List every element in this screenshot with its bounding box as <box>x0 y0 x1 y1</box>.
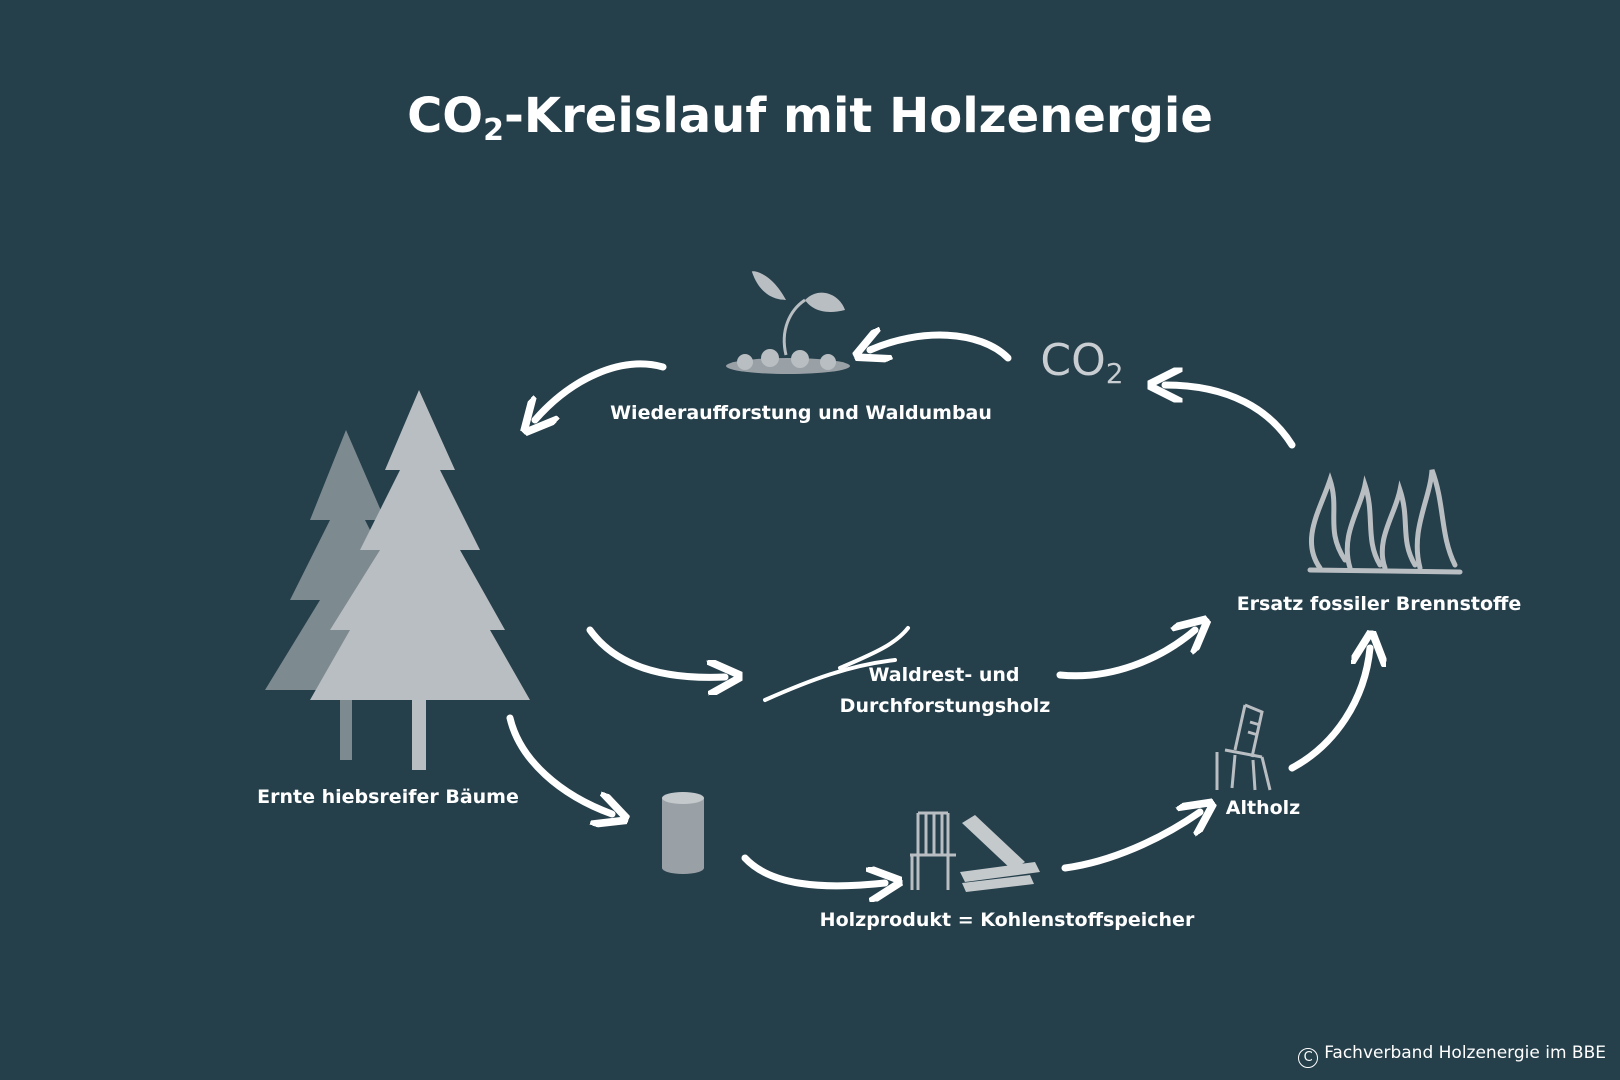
co2-label: CO2 <box>1040 335 1123 390</box>
arrow-product-to-altholz <box>1061 812 1200 872</box>
label-product: Holzprodukt = Kohlenstoffspeicher <box>819 909 1195 931</box>
label-waste-wood: Altholz <box>1225 797 1301 819</box>
arrow-forest-to-log <box>506 714 612 814</box>
arrow-forest-to-residue <box>586 626 725 677</box>
title-text-suffix: -Kreislauf mit Holzenergie <box>503 88 1213 144</box>
title-subscript: 2 <box>483 113 504 148</box>
arrow-seedling-to-forest <box>535 360 667 420</box>
arrow-residue-to-fire <box>1056 630 1195 680</box>
arrow-altholz-to-fire <box>1288 648 1370 772</box>
arrow-fire-to-co2 <box>1165 385 1296 449</box>
arrow-co2-to-seedling <box>870 335 1012 358</box>
log-icon <box>662 792 704 874</box>
arrow-log-to-product <box>741 854 885 886</box>
co2-text: CO <box>1040 335 1106 386</box>
flames-icon <box>1307 469 1463 575</box>
label-harvest: Ernte hiebsreifer Bäume <box>257 786 519 808</box>
copyright-icon: C <box>1298 1048 1319 1068</box>
seedling-icon <box>726 271 850 374</box>
label-residue-line1: Waldrest- und <box>868 664 1020 686</box>
old-chair-icon <box>1215 703 1272 791</box>
title-text: CO <box>407 88 484 144</box>
label-reforestation: Wiederaufforstung und Waldumbau <box>610 402 992 424</box>
trees-icon <box>265 390 530 770</box>
label-residue-line2: Durchforstungsholz <box>839 695 1051 717</box>
chair-and-boards-icon <box>910 811 1040 892</box>
co2-subscript: 2 <box>1105 357 1124 390</box>
page-title: CO2-Kreislauf mit Holzenergie <box>407 88 1213 148</box>
branch-icon <box>763 626 910 702</box>
copyright-text: Fachverband Holzenergie im BBE <box>1324 1043 1606 1063</box>
label-fossil-substitute: Ersatz fossiler Brennstoffe <box>1236 593 1522 615</box>
